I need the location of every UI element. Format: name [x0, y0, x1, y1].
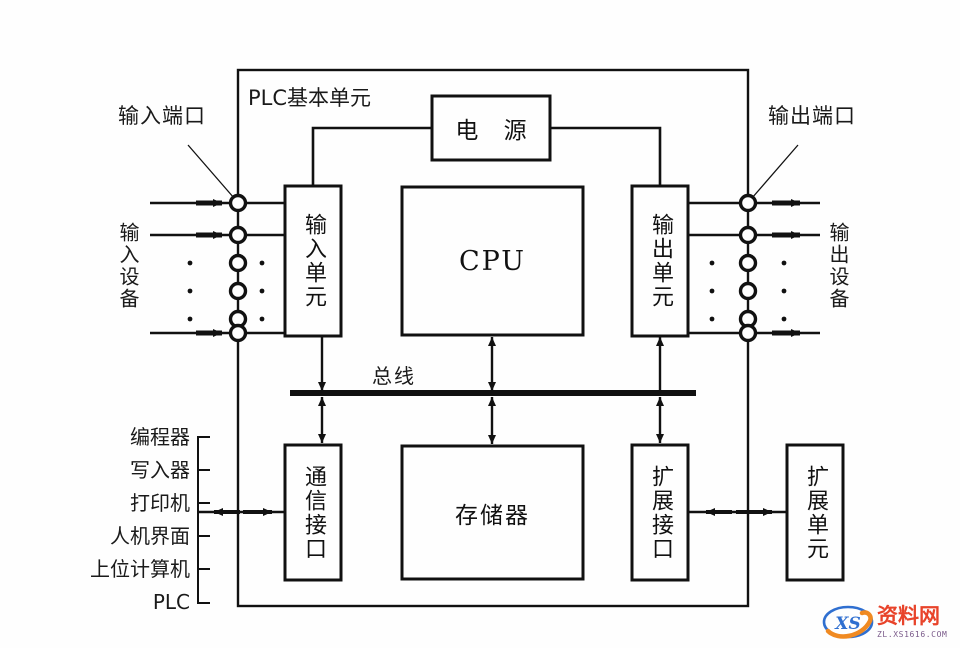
input-unit-text: 输入单元	[301, 213, 326, 309]
power-supply-label: 电 源	[455, 118, 536, 144]
comm-interface-label: 通信接口	[285, 445, 341, 580]
cpu-box	[400, 185, 585, 337]
ellipsis-dot	[709, 316, 715, 322]
ellipsis-dot	[259, 260, 265, 266]
comm-interface-text: 通信接口	[301, 464, 326, 561]
peripheral-item-0: 编程器	[130, 425, 190, 449]
peripheral-item-1: 写入器	[130, 458, 190, 482]
input-unit-label: 输入单元	[285, 186, 341, 336]
output-port-label: 输出端口	[768, 104, 856, 128]
svg-text:XS: XS	[834, 614, 860, 634]
output-unit-text: 输出单元	[648, 213, 673, 309]
output-port-terminal	[738, 281, 758, 301]
input-port-terminal	[228, 225, 248, 245]
power-to-input-line	[311, 126, 432, 186]
peripheral-item-2: 打印机	[130, 491, 190, 515]
bus-label: 总线	[372, 364, 416, 388]
ellipsis-dot	[781, 288, 787, 294]
ellipsis-dot	[781, 316, 787, 322]
output-port-terminal	[738, 193, 758, 213]
watermark-brand: 资料网	[877, 604, 940, 629]
expansion-interface-text: 扩展接口	[648, 464, 673, 561]
peripheral-item-4: 上位计算机	[90, 557, 190, 581]
power-to-output-line	[550, 126, 662, 186]
memory-label: 存储器	[455, 502, 530, 529]
cpu-label: CPU	[458, 245, 527, 277]
memory-box	[400, 444, 585, 581]
plc-enclosure-title: PLC基本单元	[248, 86, 372, 110]
input-devices-label: 输入设备	[116, 222, 140, 310]
output-port-leader-line	[751, 144, 799, 199]
watermark-logo-icon: XS	[822, 601, 874, 643]
ellipsis-dot	[259, 288, 265, 294]
output-port-terminal	[738, 323, 758, 343]
watermark: XS 资料网 ZL.XS1616.COM	[822, 598, 956, 646]
expansion-unit-label: 扩展单元	[787, 445, 843, 580]
ellipsis-dot	[187, 288, 193, 294]
output-port-terminal	[738, 253, 758, 273]
expansion-interface-label: 扩展接口	[632, 445, 688, 580]
output-devices-label: 输出设备	[826, 222, 850, 310]
peripherals-bracket	[197, 436, 210, 604]
input-port-leader-line	[187, 144, 235, 199]
output-unit-label: 输出单元	[632, 186, 688, 336]
peripheral-item-5: PLC	[152, 590, 190, 614]
input-port-terminal	[228, 193, 248, 213]
input-port-terminal	[228, 253, 248, 273]
output-port-terminal	[738, 225, 758, 245]
watermark-url: ZL.XS1616.COM	[877, 629, 948, 639]
watermark-text-group: 资料网 ZL.XS1616.COM	[877, 605, 947, 638]
ellipsis-dot	[781, 260, 787, 266]
expansion-unit-text: 扩展单元	[803, 464, 828, 561]
ellipsis-dot	[187, 316, 193, 322]
ellipsis-dot	[709, 260, 715, 266]
expansion-interface-box	[630, 443, 690, 582]
peripheral-item-3: 人机界面	[110, 524, 190, 548]
input-port-label: 输入端口	[118, 104, 206, 128]
input-port-terminal	[228, 323, 248, 343]
ellipsis-dot	[187, 260, 193, 266]
input-unit-box	[283, 184, 343, 338]
input-port-terminal	[228, 281, 248, 301]
ellipsis-dot	[259, 316, 265, 322]
ellipsis-dot	[709, 288, 715, 294]
